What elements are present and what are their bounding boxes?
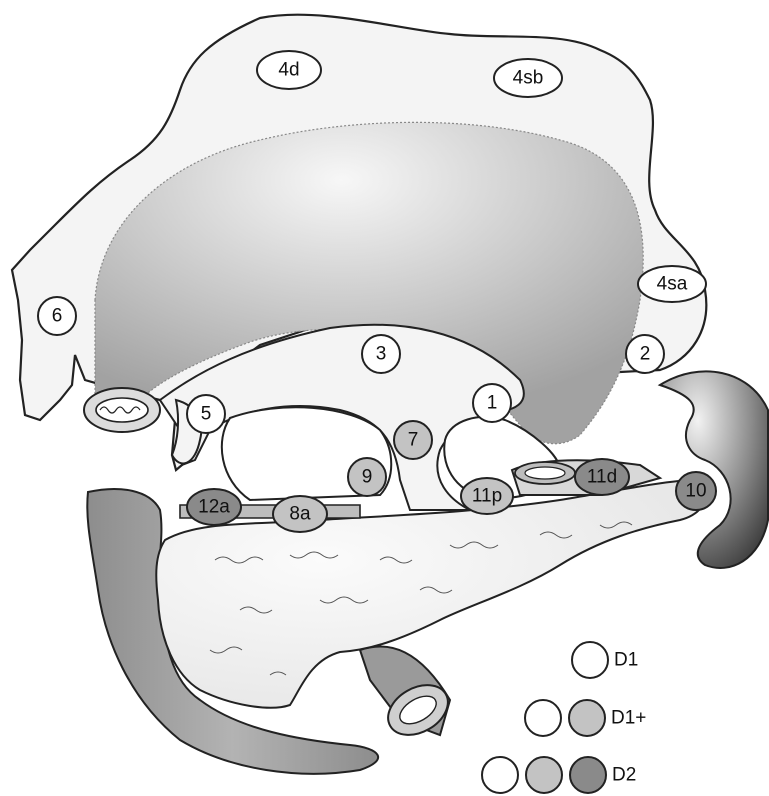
mesenteric-vessel bbox=[360, 647, 457, 746]
legend-swatch-light bbox=[569, 700, 605, 736]
station-3: 3 bbox=[362, 335, 400, 373]
legend-row-d1-plus: D1+ bbox=[525, 700, 646, 736]
station-label: 9 bbox=[362, 467, 373, 488]
station-label: 4sa bbox=[657, 274, 688, 295]
station-label: 10 bbox=[685, 481, 706, 502]
legend-label: D2 bbox=[612, 765, 636, 786]
legend-label: D1+ bbox=[611, 708, 646, 729]
station-11p: 11p bbox=[461, 478, 513, 514]
station-label: 3 bbox=[376, 344, 387, 365]
station-label: 4sb bbox=[513, 68, 544, 89]
station-5: 5 bbox=[187, 395, 225, 433]
station-label: 7 bbox=[408, 430, 419, 451]
station-4sb: 4sb bbox=[494, 59, 562, 97]
station-label: 5 bbox=[201, 404, 212, 425]
station-label: 1 bbox=[487, 393, 498, 414]
station-6: 6 bbox=[38, 297, 76, 335]
pylorus-vessel bbox=[84, 388, 160, 432]
station-8a: 8a bbox=[273, 496, 327, 532]
station-label: 6 bbox=[52, 306, 63, 327]
station-11d: 11d bbox=[575, 459, 629, 495]
station-12a: 12a bbox=[187, 489, 241, 525]
legend-swatch-dark bbox=[570, 757, 606, 793]
station-label: 11p bbox=[472, 486, 502, 507]
station-label: 11d bbox=[587, 467, 617, 488]
legend-swatch-white bbox=[482, 757, 518, 793]
station-10: 10 bbox=[676, 472, 716, 510]
legend-swatch-white bbox=[525, 700, 561, 736]
legend-row-d1: D1 bbox=[572, 642, 638, 678]
station-label: 8a bbox=[289, 504, 311, 525]
legend-swatch-white bbox=[572, 642, 608, 678]
station-7: 7 bbox=[394, 421, 432, 459]
legend-swatch-light bbox=[526, 757, 562, 793]
station-4d: 4d bbox=[257, 51, 321, 89]
station-2: 2 bbox=[626, 335, 664, 373]
station-1: 1 bbox=[473, 384, 511, 422]
station-4sa: 4sa bbox=[638, 266, 706, 302]
station-label: 2 bbox=[640, 344, 651, 365]
legend-row-d2: D2 bbox=[482, 757, 636, 793]
station-label: 12a bbox=[198, 497, 230, 518]
spleen bbox=[660, 371, 768, 568]
station-9: 9 bbox=[348, 458, 386, 496]
station-label: 4d bbox=[278, 60, 299, 81]
legend-label: D1 bbox=[614, 650, 638, 671]
